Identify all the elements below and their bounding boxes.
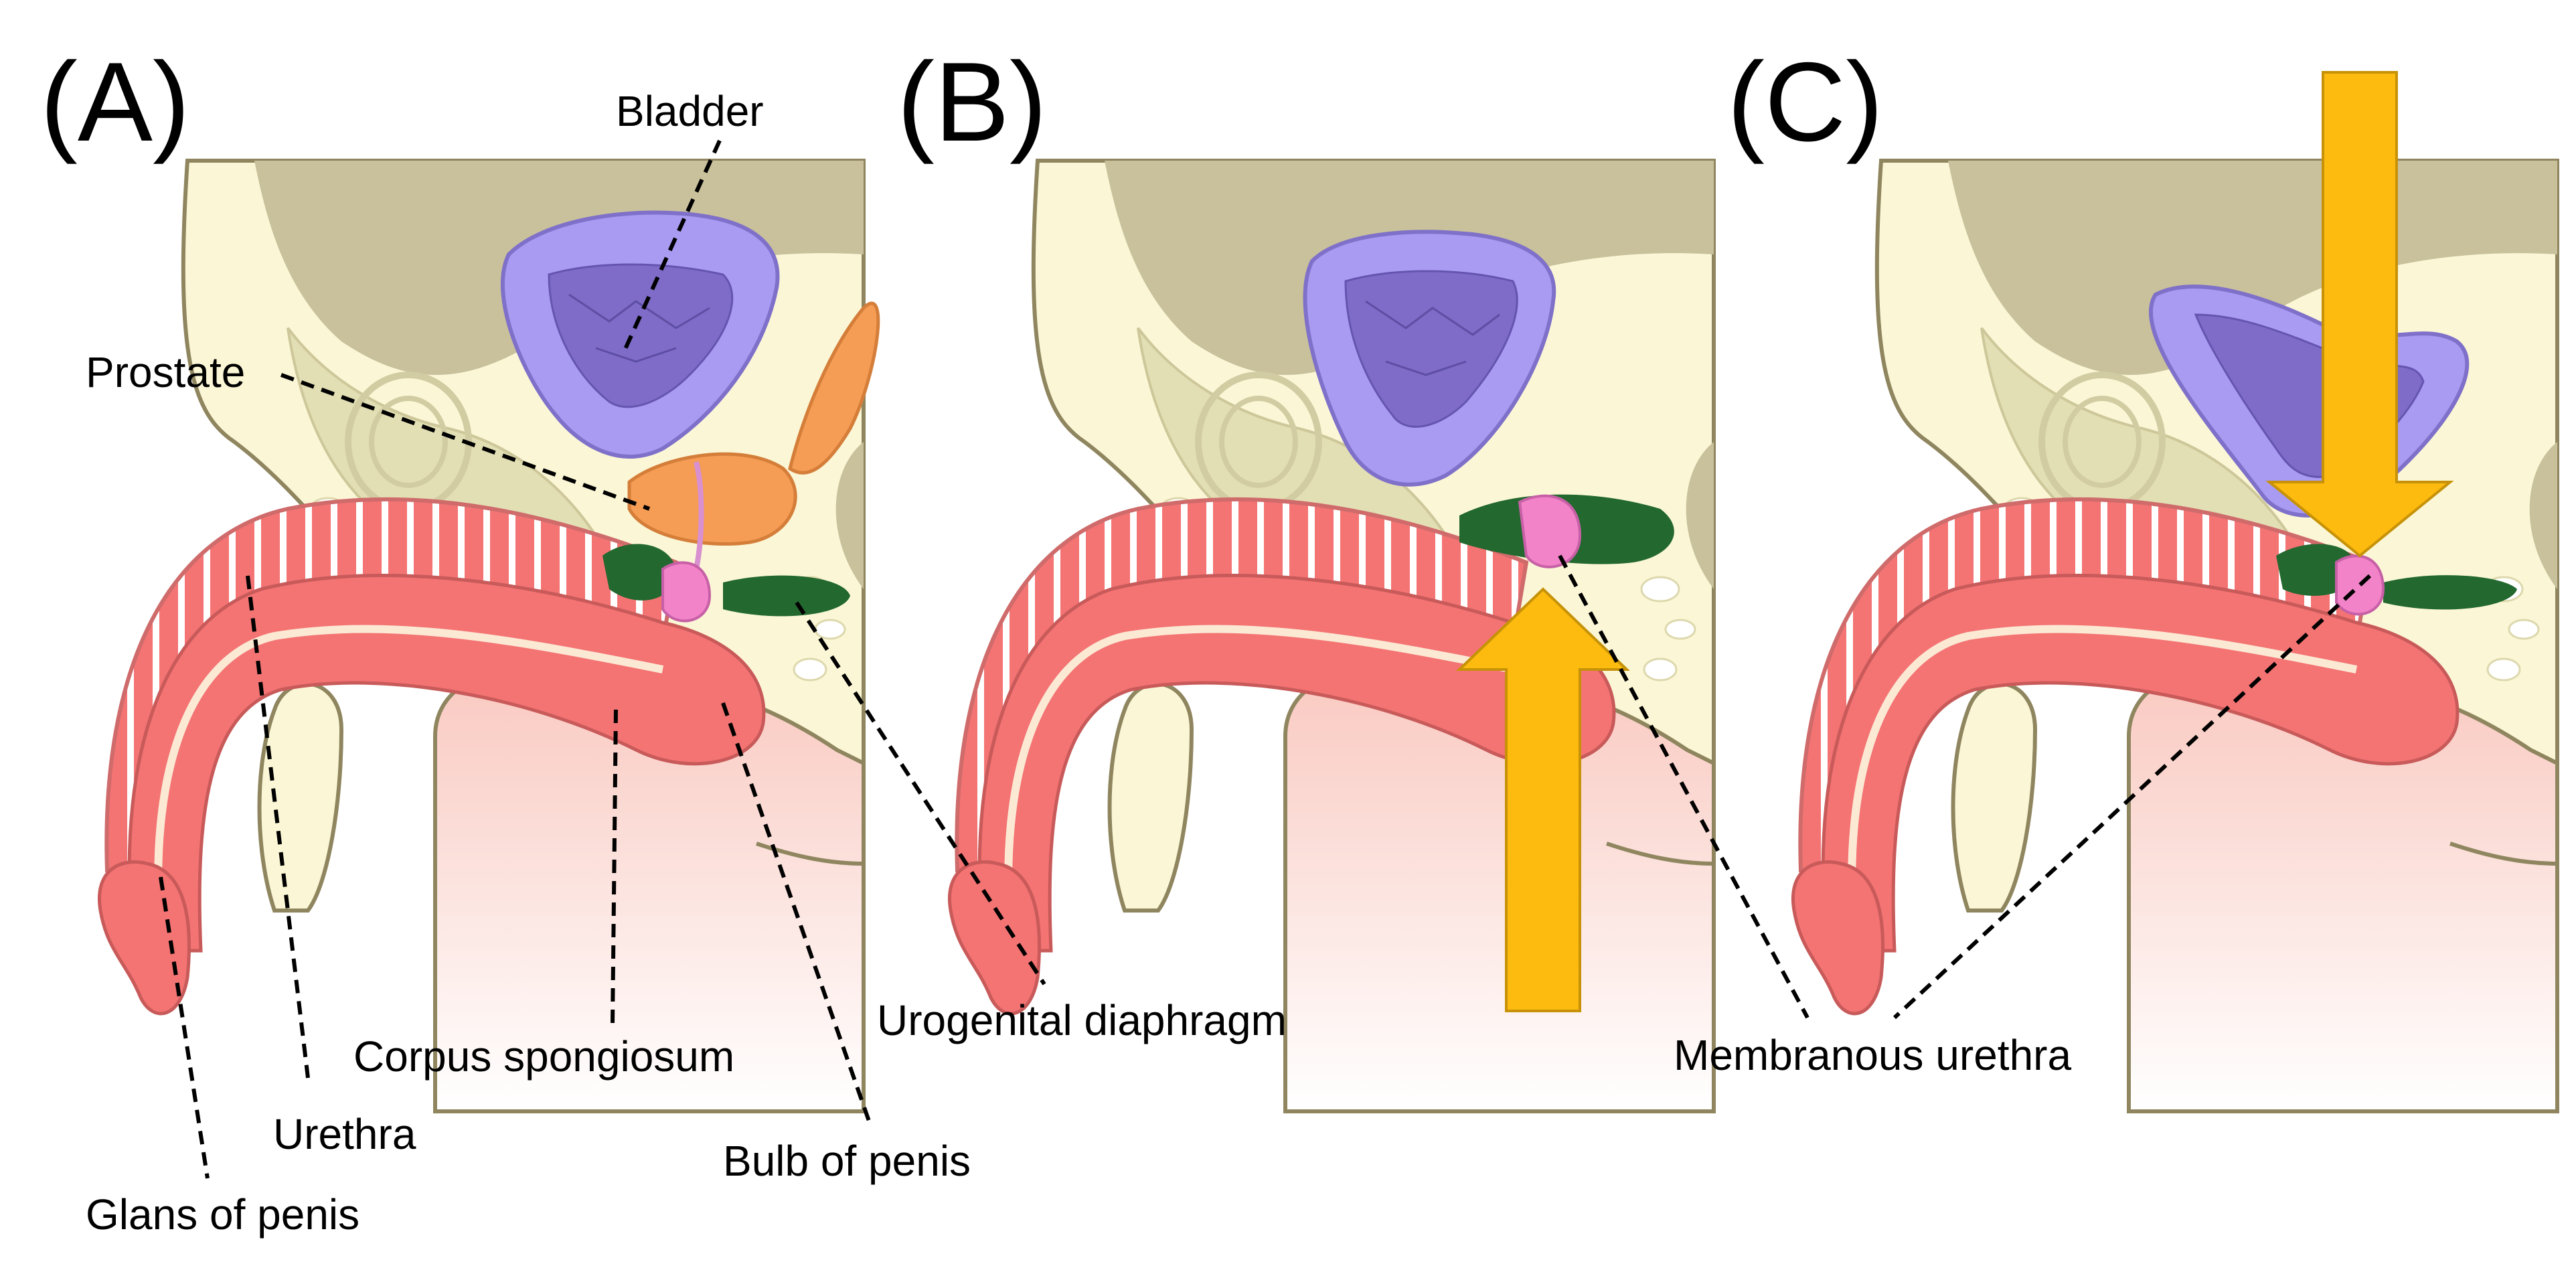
upward-arrow (1456, 587, 1630, 1012)
leader-membranous-urethra-c (1893, 574, 2372, 1020)
panel-a-urogenital-diaphragm (602, 544, 850, 617)
leader-membranous-urethra-b (1558, 554, 1809, 1019)
panel-a-membranous-urethra (661, 561, 712, 623)
label-urogenital-diaphragm: Urogenital diaphragm (877, 996, 1287, 1044)
leader-bulb-of-penis (721, 702, 872, 1125)
panel-a: (A) (40, 39, 880, 1111)
panel-c-membranous-urethra (2335, 554, 2385, 616)
label-urethra: Urethra (273, 1110, 416, 1158)
panel-b-membranous-urethra (1518, 494, 1582, 568)
label-corpus-spongiosum: Corpus spongiosum (353, 1032, 734, 1081)
panel-a-prostate (627, 301, 880, 570)
leader-corpus-spongiosum (611, 709, 618, 1025)
downward-arrow (2265, 71, 2454, 558)
label-membranous-urethra: Membranous urethra (1674, 1031, 2071, 1079)
label-bladder: Bladder (616, 87, 764, 135)
panel-b: (B) (897, 39, 1714, 1111)
leader-bladder (621, 139, 722, 356)
label-glans-of-penis: Glans of penis (86, 1190, 359, 1239)
panel-b-letter: (B) (897, 39, 1047, 165)
leader-urogenital-diaphragm (795, 601, 1046, 985)
leader-prostate (280, 373, 651, 511)
leader-glans-of-penis (159, 876, 210, 1179)
label-bulb-of-penis: Bulb of penis (723, 1137, 971, 1185)
panel-c-letter: (C) (1727, 39, 1883, 165)
label-prostate: Prostate (86, 348, 245, 396)
panel-a-letter: (A) (40, 39, 190, 165)
panel-b-bladder (1303, 230, 1556, 487)
panel-c: (C) (1727, 39, 2557, 1111)
leader-lines (159, 139, 2372, 1179)
